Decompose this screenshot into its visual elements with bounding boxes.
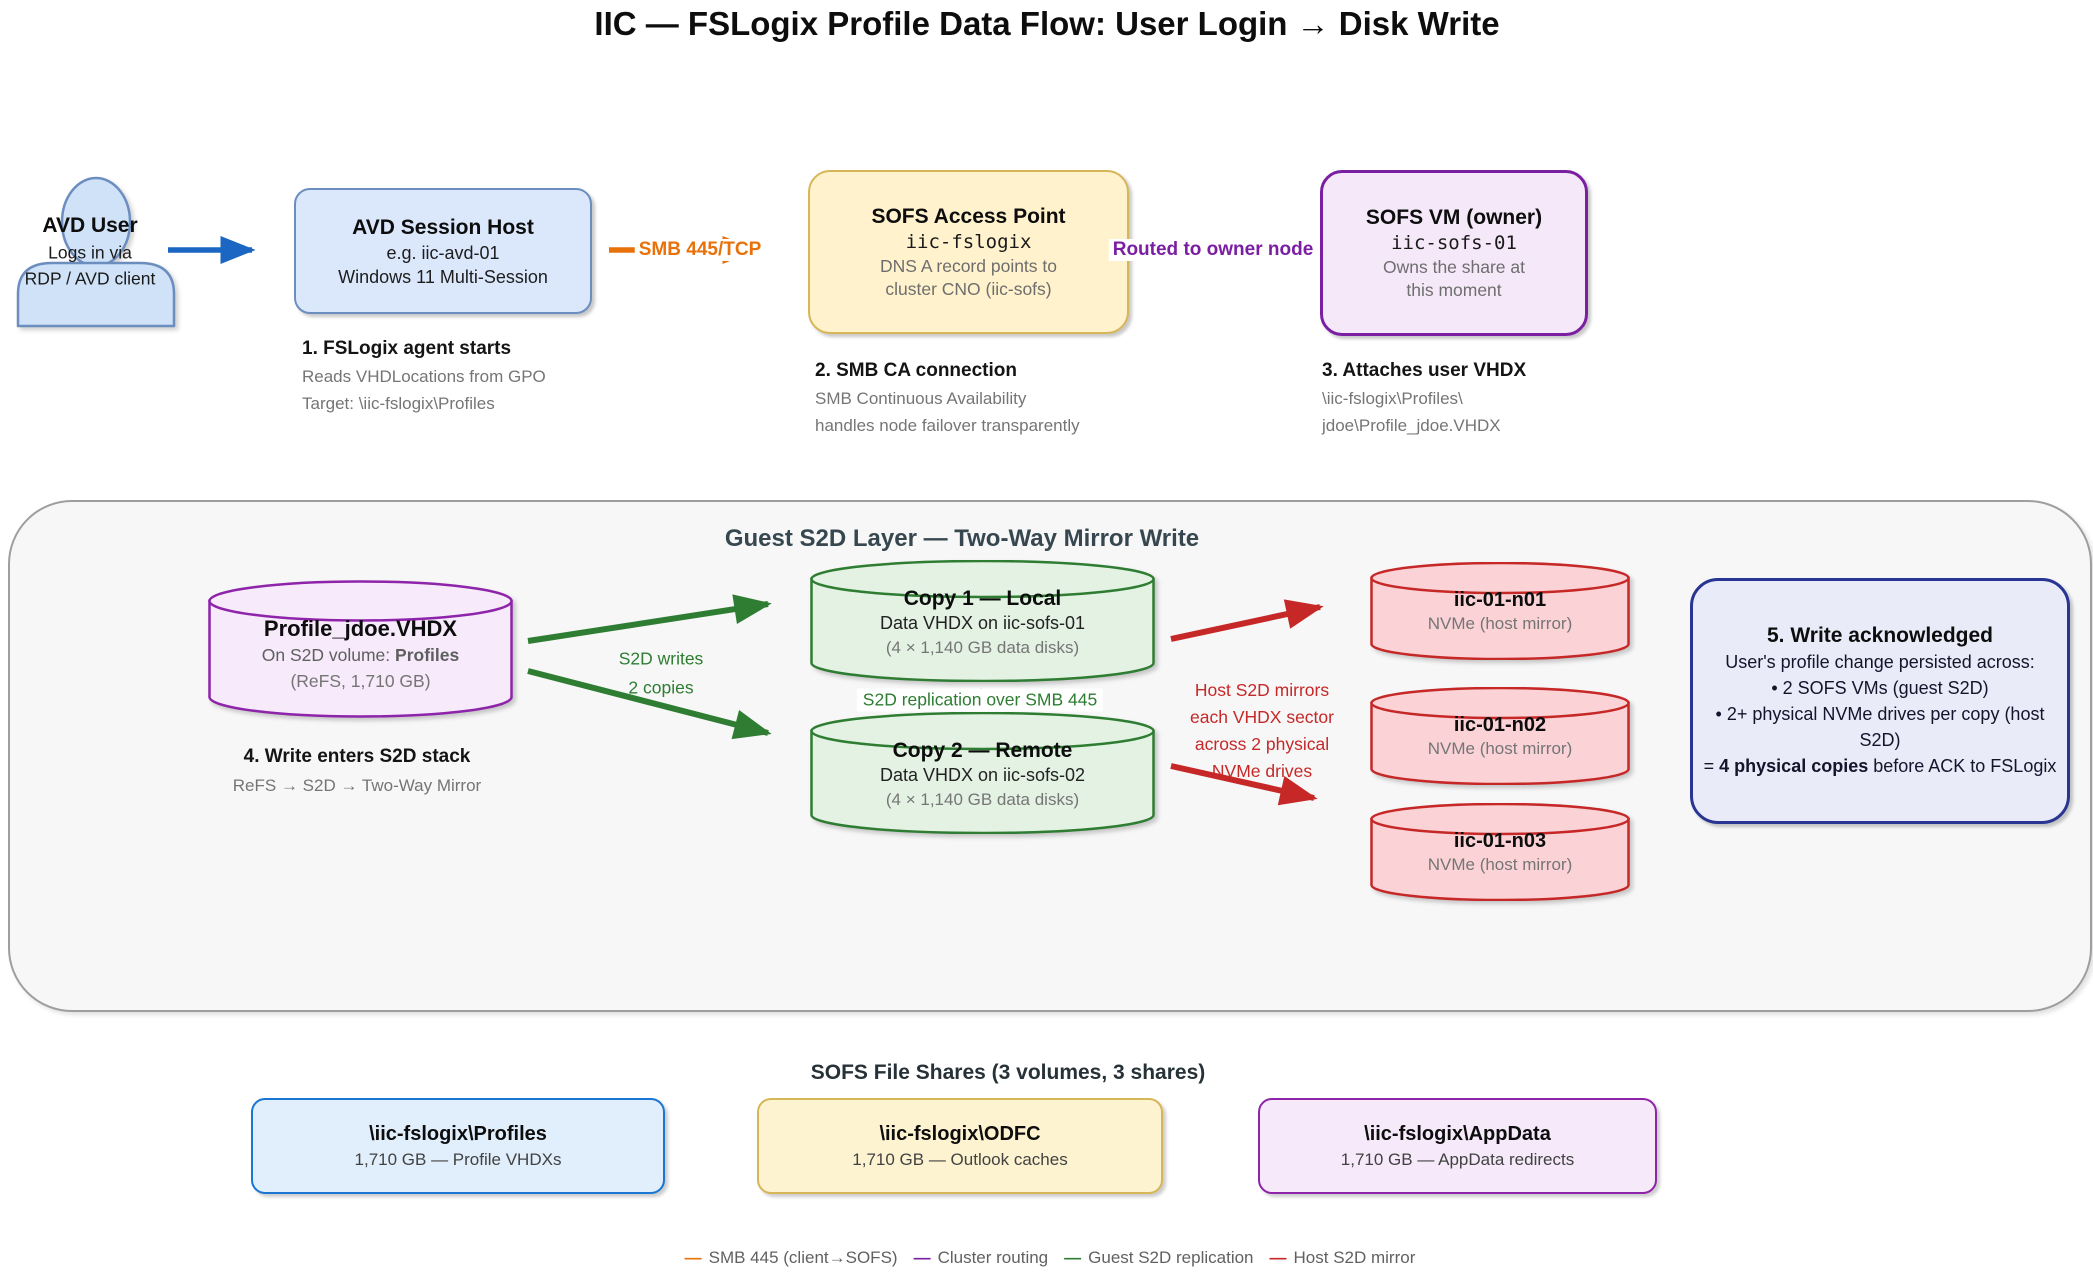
legend-item-smb: — SMB 445 (client→SOFS) (684, 1248, 898, 1267)
profile-vhdx-size: (ReFS, 1,710 GB) (290, 671, 431, 691)
cylinder-shape (208, 580, 513, 718)
step-4: 4. Write enters S2D stack ReFS → S2D → T… (207, 746, 507, 797)
nvme-n01-name: iic-01-n01 (1453, 589, 1547, 611)
host-mirror-note: Host S2D mirrors each VHDX sector across… (1190, 680, 1334, 781)
legend-item-host-mirror: — Host S2D mirror (1269, 1248, 1416, 1267)
step-2-line2: handles node failover transparently (815, 416, 1080, 435)
shares-title: SOFS File Shares (3 volumes, 3 shares) (810, 1061, 1206, 1084)
profile-vhdx-title: Profile_jdoe.VHDX (263, 616, 458, 641)
two-copies-label: 2 copies (628, 677, 694, 698)
copy1-line2: (4 × 1,140 GB data disks) (885, 638, 1080, 657)
cylinder-shape (810, 712, 1155, 834)
avd-user-line2: RDP / AVD client (24, 268, 156, 289)
nvme-n03-line: NVMe (host mirror) (1427, 855, 1573, 874)
write-acknowledged-node: 5. Write acknowledged User's profile cha… (1690, 578, 2070, 824)
step-4-heading: 4. Write enters S2D stack (243, 746, 471, 767)
avd-user-label: AVD User (42, 214, 138, 237)
profile-vhdx-cylinder: Profile_jdoe.VHDX On S2D volume: Profile… (208, 580, 513, 718)
avd-user-line1: Logs in via (48, 242, 132, 263)
sofs-ap-title: SOFS Access Point (871, 205, 1066, 228)
avd-user-icon (16, 176, 176, 328)
sofs-ap-name: iic-fslogix (905, 231, 1032, 253)
step-2-line1: SMB Continuous Availability (815, 389, 1027, 408)
share-appdata-desc: 1,710 GB — AppData redirects (1340, 1150, 1575, 1169)
step-1: 1. FSLogix agent starts Reads VHDLocatio… (302, 338, 546, 415)
share-odfc-desc: 1,710 GB — Outlook caches (852, 1150, 1068, 1169)
sofs-access-point-node: SOFS Access Point iic-fslogix DNS A reco… (808, 170, 1129, 334)
step-1-line2: Target: \iic-fslogix\Profiles (302, 394, 495, 413)
step-2-heading: 2. SMB CA connection (815, 360, 1017, 381)
copy1-line1: Data VHDX on iic-sofs-01 (879, 613, 1086, 633)
step-3-heading: 3. Attaches user VHDX (1322, 360, 1527, 381)
guest-s2d-title: Guest S2D Layer — Two-Way Mirror Write (724, 525, 1200, 552)
cylinder-shape (810, 560, 1155, 682)
sofs-vm-line2: this moment (1406, 280, 1502, 300)
session-host-name: e.g. iic-avd-01 (386, 242, 500, 263)
step-1-line1: Reads VHDLocations from GPO (302, 367, 546, 386)
share-appdata-node: \iic-fslogix\AppData 1,710 GB — AppData … (1258, 1098, 1657, 1194)
session-host-title: AVD Session Host (352, 215, 534, 239)
nvme-cylinder-n01: iic-01-n01 NVMe (host mirror) (1370, 562, 1630, 660)
copy1-title: Copy 1 — Local (903, 587, 1062, 610)
legend-dash-host-mirror: — (1269, 1248, 1287, 1267)
nvme-n02-line: NVMe (host mirror) (1427, 739, 1573, 758)
cylinder-shape (1370, 687, 1630, 785)
s2d-writes-label: S2D writes (618, 648, 704, 669)
s2d-replication-label: S2D replication over SMB 445 (856, 688, 1104, 712)
session-host-os: Windows 11 Multi-Session (338, 266, 548, 287)
step-2: 2. SMB CA connection SMB Continuous Avai… (815, 360, 1080, 437)
ack-line1: User's profile change persisted across: (1725, 652, 2035, 672)
share-odfc-path: \iic-fslogix\ODFC (879, 1123, 1041, 1145)
share-profiles-node: \iic-fslogix\Profiles 1,710 GB — Profile… (251, 1098, 665, 1194)
cylinder-shape (1370, 562, 1630, 660)
nvme-n02-name: iic-01-n02 (1453, 714, 1547, 736)
legend: — SMB 445 (client→SOFS) — Cluster routin… (685, 1248, 1416, 1268)
ack-bullet1: • 2 SOFS VMs (guest S2D) (1771, 678, 1989, 698)
sofs-vm-owner-node: SOFS VM (owner) iic-sofs-01 Owns the sha… (1320, 170, 1588, 336)
copy1-local-cylinder: Copy 1 — Local Data VHDX on iic-sofs-01 … (810, 560, 1155, 682)
profile-vhdx-volume: On S2D volume: Profiles (261, 645, 460, 665)
copy2-line1: Data VHDX on iic-sofs-02 (879, 765, 1086, 785)
ack-equation: = 4 physical copies before ACK to FSLogi… (1703, 756, 2057, 776)
step-3: 3. Attaches user VHDX \iic-fslogix\Profi… (1322, 360, 1526, 437)
avd-session-host-node: AVD Session Host e.g. iic-avd-01 Windows… (294, 188, 592, 314)
nvme-cylinder-n03: iic-01-n03 NVMe (host mirror) (1370, 803, 1630, 901)
ack-bullet2: • 2+ physical NVMe drives per copy (host… (1715, 704, 2045, 750)
copy2-title: Copy 2 — Remote (892, 739, 1073, 762)
legend-item-guest-s2d: — Guest S2D replication (1064, 1248, 1254, 1267)
share-odfc-node: \iic-fslogix\ODFC 1,710 GB — Outlook cac… (757, 1098, 1163, 1194)
sofs-vm-title: SOFS VM (owner) (1365, 206, 1543, 229)
sofs-vm-line1: Owns the share at (1382, 257, 1526, 277)
page-title: IIC — FSLogix Profile Data Flow: User Lo… (594, 5, 1500, 42)
copy2-remote-cylinder: Copy 2 — Remote Data VHDX on iic-sofs-02… (810, 712, 1155, 834)
step-1-heading: 1. FSLogix agent starts (302, 338, 512, 359)
nvme-n01-line: NVMe (host mirror) (1427, 614, 1573, 633)
share-appdata-path: \iic-fslogix\AppData (1364, 1123, 1551, 1145)
legend-dash-smb: — (684, 1248, 702, 1267)
routed-to-owner-label: Routed to owner node (1108, 239, 1318, 261)
legend-dash-guest-s2d: — (1064, 1248, 1082, 1267)
nvme-n03-name: iic-01-n03 (1453, 830, 1547, 852)
legend-dash-cluster: — (913, 1248, 931, 1267)
step-4-line1: ReFS → S2D → Two-Way Mirror (232, 776, 482, 795)
sofs-ap-line2: cluster CNO (iic-sofs) (885, 279, 1052, 299)
legend-item-cluster: — Cluster routing (913, 1248, 1049, 1267)
share-profiles-path: \iic-fslogix\Profiles (369, 1123, 547, 1145)
smb-arrow-label: SMB 445/TCP (634, 239, 766, 261)
step-3-line1: \iic-fslogix\Profiles\ (1322, 389, 1463, 408)
share-profiles-desc: 1,710 GB — Profile VHDXs (354, 1150, 562, 1169)
nvme-cylinder-n02: iic-01-n02 NVMe (host mirror) (1370, 687, 1630, 785)
step-3-line2: jdoe\Profile_jdoe.VHDX (1322, 416, 1501, 435)
ack-title: 5. Write acknowledged (1766, 624, 1993, 647)
sofs-vm-name: iic-sofs-01 (1391, 232, 1517, 254)
sofs-ap-line1: DNS A record points to (879, 256, 1058, 276)
cylinder-shape (1370, 803, 1630, 901)
copy2-line2: (4 × 1,140 GB data disks) (885, 790, 1080, 809)
